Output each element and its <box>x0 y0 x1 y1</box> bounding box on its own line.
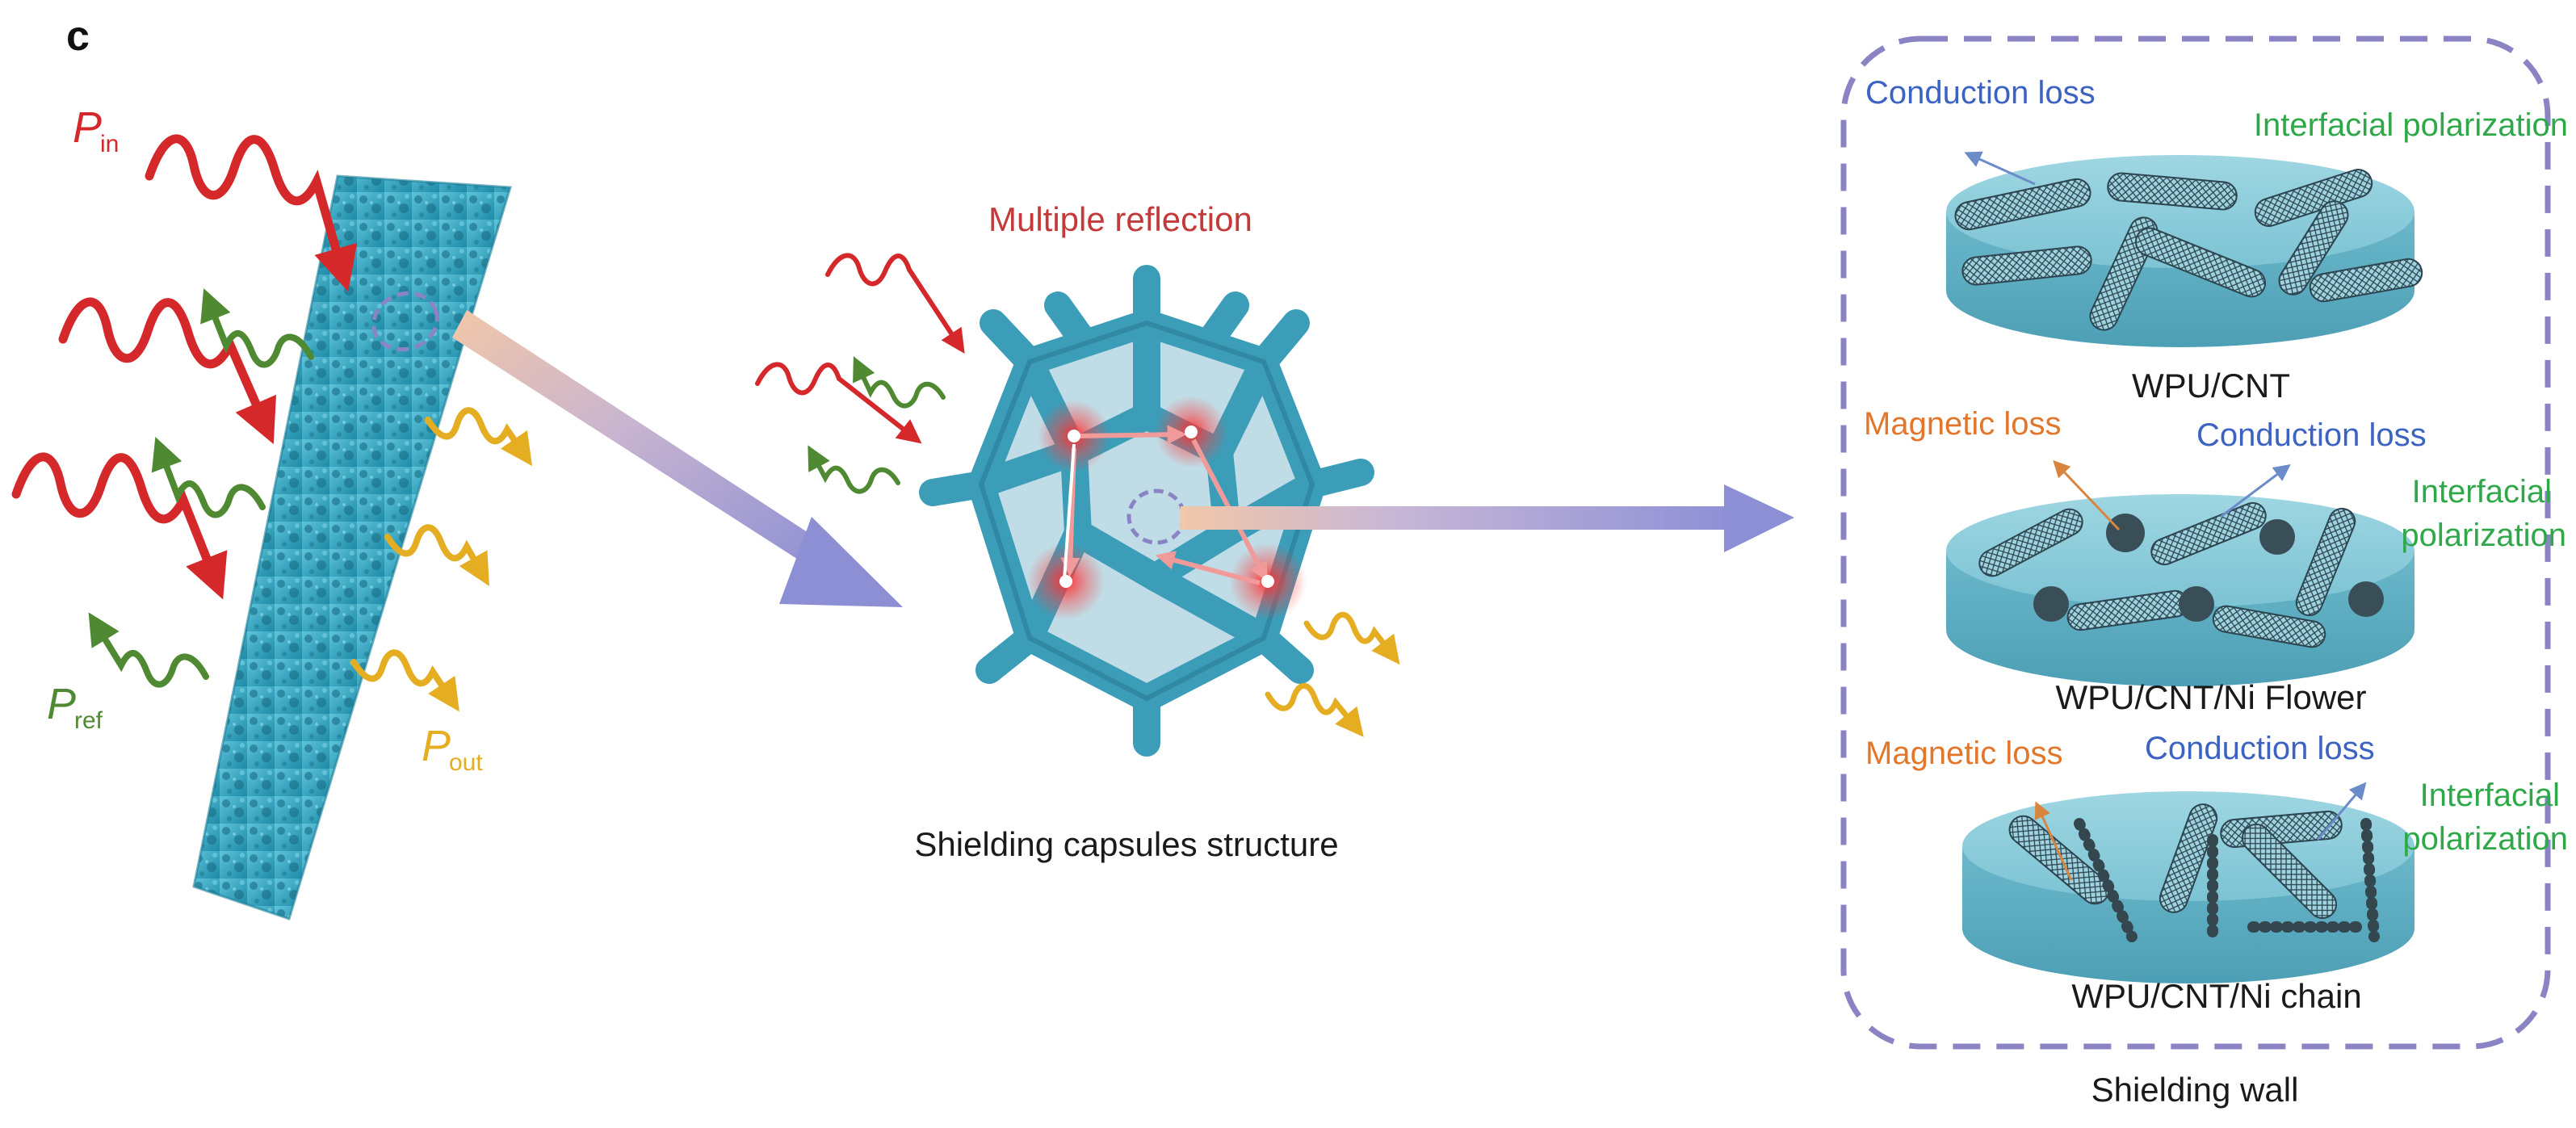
wall-panel-wpu-cnt-ni-chain: Magnetic loss Conduction loss Interfacia… <box>1865 731 2568 1015</box>
svg-text:Magnetic loss: Magnetic loss <box>1864 406 2062 442</box>
shielding-wall-caption: Shielding wall <box>2091 1071 2299 1109</box>
zoom-beam-1 <box>452 310 833 575</box>
svg-text:Interfacial polarization: Interfacial polarization <box>2254 107 2568 143</box>
svg-text:WPU/CNT/Ni Flower: WPU/CNT/Ni Flower <box>2056 678 2367 716</box>
p-in-label: P in <box>73 103 119 157</box>
svg-text:Conduction loss: Conduction loss <box>1865 75 2096 111</box>
shielding-wall-frame <box>1840 36 2551 1050</box>
svg-text:Conduction loss: Conduction loss <box>2196 417 2427 453</box>
multiple-reflection-label: Multiple reflection <box>988 200 1252 238</box>
zoom-marker <box>371 291 439 352</box>
svg-text:in: in <box>100 131 119 157</box>
capsule-reflected-waves <box>808 356 946 494</box>
svg-text:WPU/CNT: WPU/CNT <box>2132 367 2290 405</box>
capsule-caption: Shielding capsules structure <box>914 825 1338 863</box>
wall-panel-wpu-cnt-ni-flower: Magnetic loss Conduction loss Interfacia… <box>1864 406 2566 716</box>
svg-text:P: P <box>422 722 451 770</box>
capsule-incident-waves <box>755 253 965 444</box>
svg-text:out: out <box>449 749 483 776</box>
svg-text:polarization: polarization <box>2402 821 2568 857</box>
svg-text:Magnetic loss: Magnetic loss <box>1865 736 2063 771</box>
svg-text:Interfacial: Interfacial <box>2412 474 2552 509</box>
wall-panel-wpu-cnt: Conduction loss Interfacial polarization… <box>1865 75 2568 405</box>
reflected-waves <box>88 288 314 688</box>
p-out-label: P out <box>422 722 483 776</box>
p-ref-label: P ref <box>47 680 103 734</box>
foam-slab <box>192 174 512 920</box>
svg-text:WPU/CNT/Ni chain: WPU/CNT/Ni chain <box>2071 977 2361 1015</box>
svg-text:Interfacial: Interfacial <box>2420 778 2560 813</box>
zoom-beam-2-arrowhead <box>1724 484 1794 552</box>
incident-waves <box>11 134 358 600</box>
svg-text:P: P <box>47 680 76 728</box>
zoom-beam-2 <box>1181 506 1728 530</box>
svg-text:polarization: polarization <box>2401 518 2566 553</box>
svg-text:ref: ref <box>74 707 103 734</box>
svg-text:P: P <box>73 103 102 152</box>
svg-text:Conduction loss: Conduction loss <box>2145 731 2375 766</box>
zoom-beam-1-arrowhead <box>779 517 903 607</box>
capsule-structure <box>919 265 1374 757</box>
transmitted-waves <box>350 407 533 712</box>
capsule-transmitted-waves <box>1265 611 1400 737</box>
panel-label: c <box>66 13 90 60</box>
